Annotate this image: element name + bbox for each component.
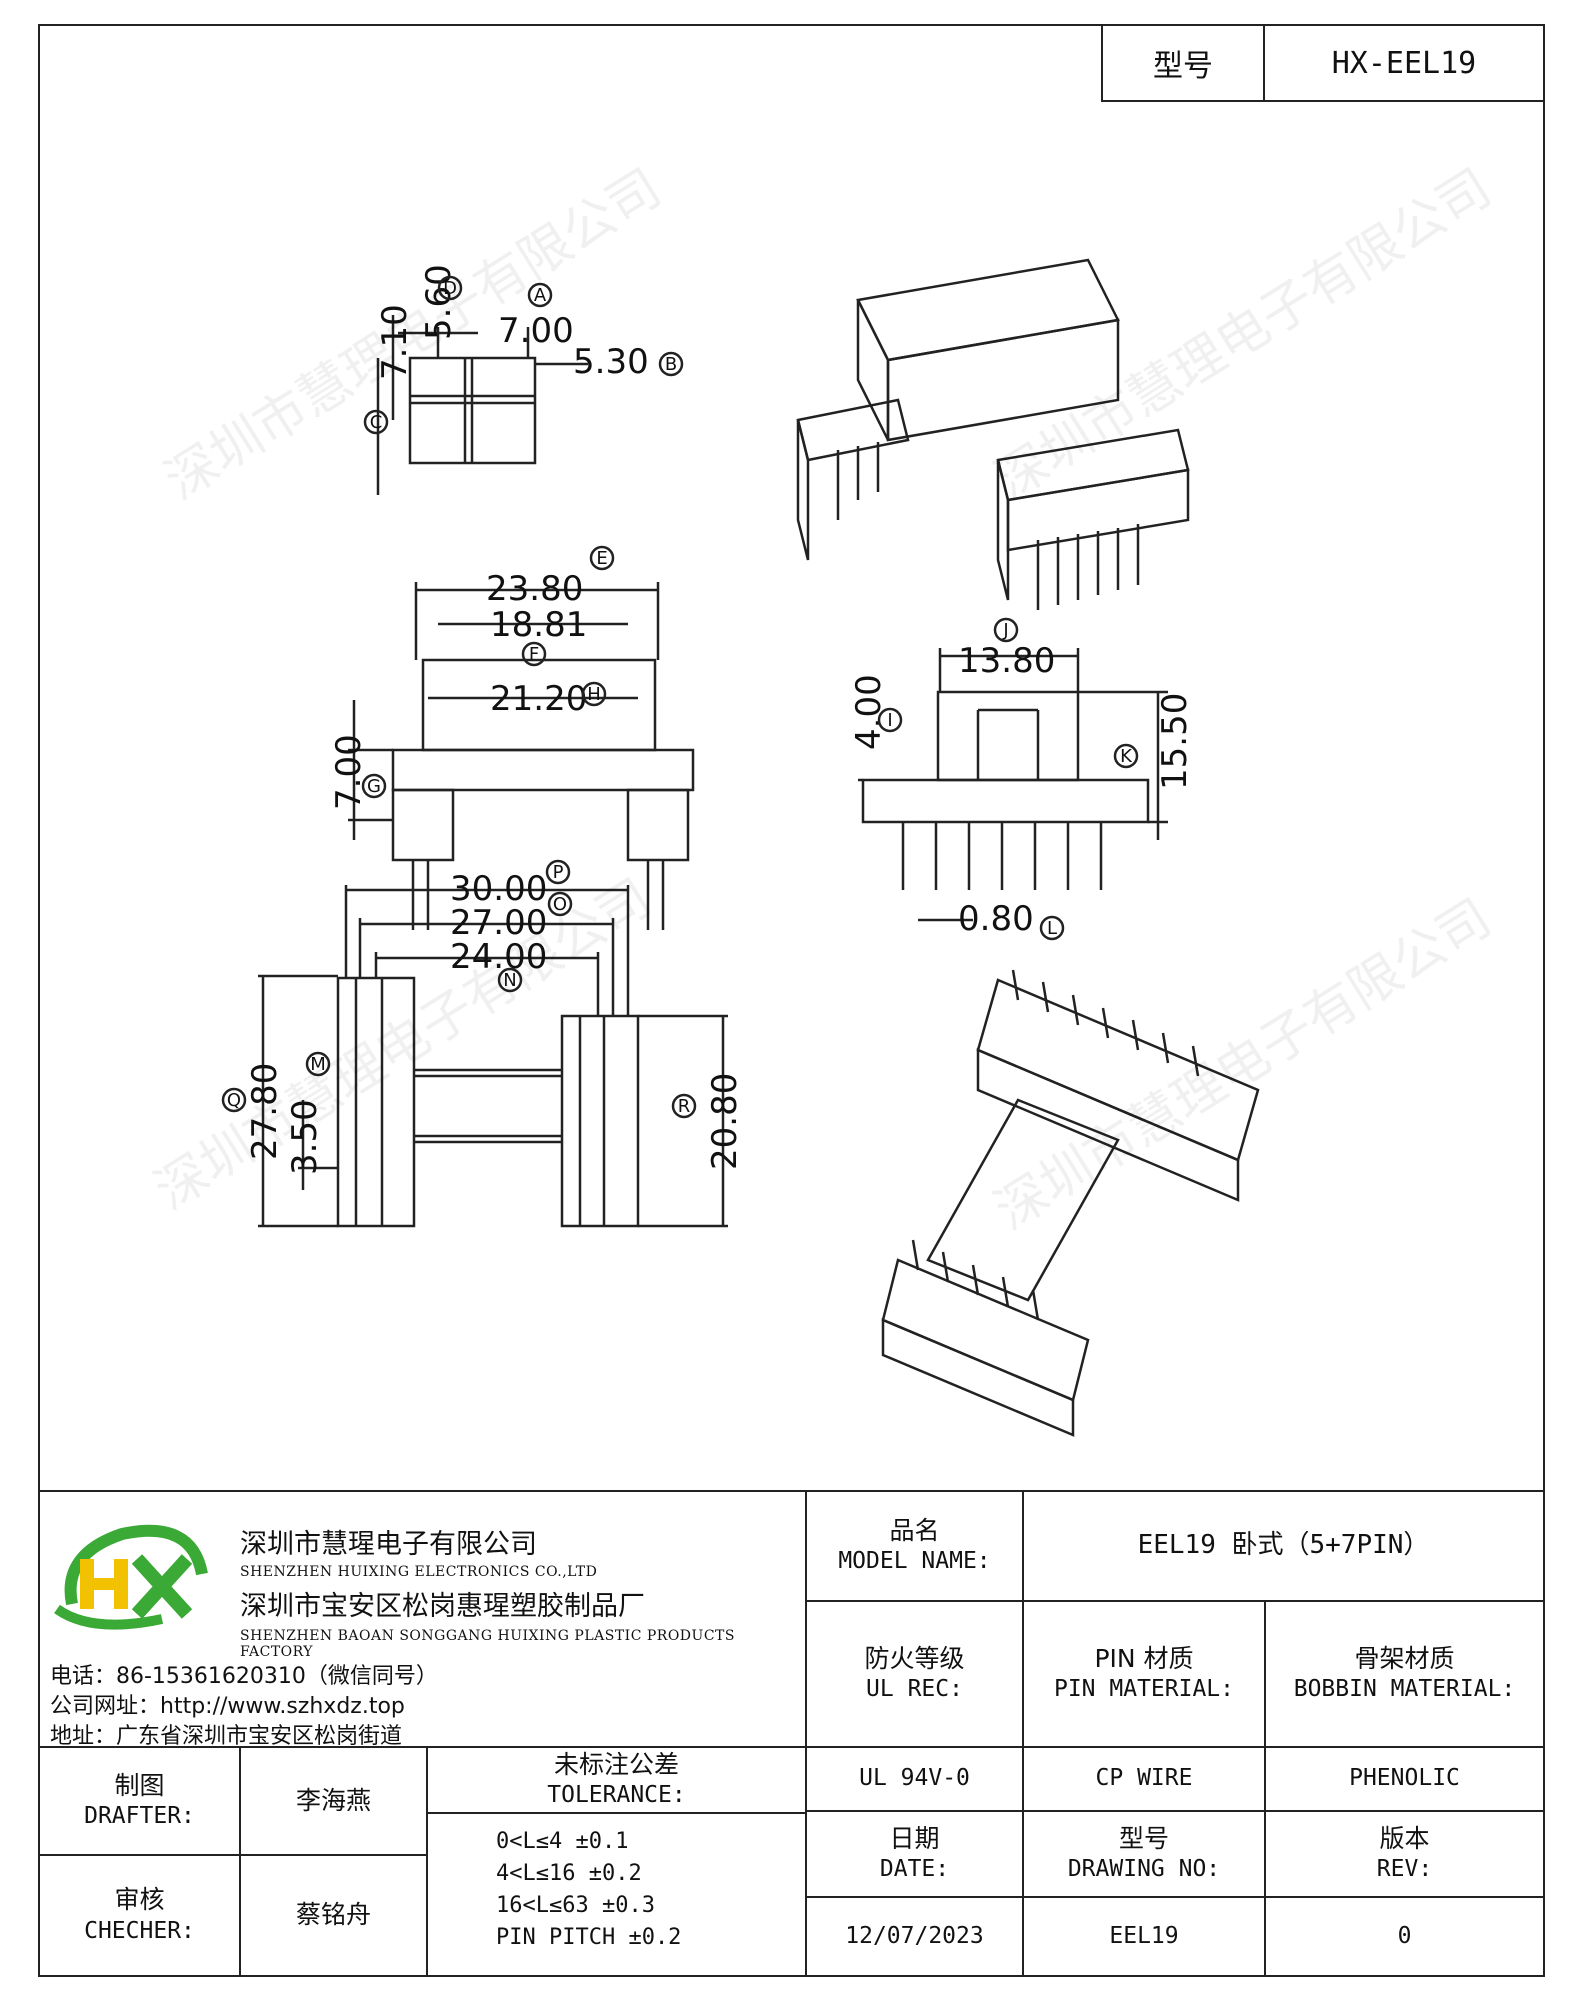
tolerance-label: 未标注公差 TOLERANCE: <box>426 1746 807 1814</box>
model-name-value: EEL19 卧式（5+7PIN） <box>1022 1490 1545 1602</box>
title-block: 深圳市慧瑆电子有限公司 SHENZHEN HUIXING ELECTRONICS… <box>38 1490 1545 1977</box>
dim-l: 0.80 <box>958 899 1034 939</box>
model-name-label: 品名 MODEL NAME: <box>805 1490 1024 1602</box>
tag-n: N <box>503 970 516 991</box>
drawing-no-label: 型号 DRAWING NO: <box>1022 1810 1266 1898</box>
fire-rating-value: UL 94V-0 <box>805 1746 1024 1812</box>
company-block: 深圳市慧瑆电子有限公司 SHENZHEN HUIXING ELECTRONICS… <box>38 1490 807 1749</box>
tolerance-line: 16<L≤63 ±0.3 <box>496 1893 655 1918</box>
dim-m: 3.50 <box>285 1099 325 1175</box>
dim-k: 15.50 <box>1155 693 1195 790</box>
tag-j: J <box>1002 620 1008 641</box>
bobbin-material-value: PHENOLIC <box>1264 1746 1545 1812</box>
dim-a: 7.00 <box>498 311 574 351</box>
company-address: 地址：广东省深圳市宝安区松岗街道 <box>50 1724 403 1749</box>
dim-d: 5.60 <box>419 264 459 340</box>
iso-view-bottom <box>881 969 1260 1437</box>
tag-k: K <box>1120 746 1133 767</box>
dim-r: 20.80 <box>705 1073 745 1170</box>
pin-material-value: CP WIRE <box>1022 1746 1266 1812</box>
date-label: 日期 DATE: <box>805 1810 1024 1898</box>
tag-l: L <box>1047 918 1057 939</box>
date-value: 12/07/2023 <box>805 1896 1024 1977</box>
rev-label: 版本 REV: <box>1264 1810 1545 1898</box>
pin-material-label: PIN 材质 PIN MATERIAL: <box>1022 1600 1266 1748</box>
dim-e: 23.80 <box>486 569 583 609</box>
tag-i: I <box>887 710 892 731</box>
dim-b: 5.30 <box>573 342 649 382</box>
dim-n: 24.00 <box>450 937 547 977</box>
dim-p: 30.00 <box>450 869 547 909</box>
company-name-en: SHENZHEN HUIXING ELECTRONICS CO.,LTD <box>240 1564 598 1580</box>
dim-o: 27.00 <box>450 903 547 943</box>
tag-o: O <box>553 894 567 915</box>
dim-c: 7.10 <box>375 304 415 380</box>
tolerance-line: PIN PITCH ±0.2 <box>496 1925 682 1950</box>
fire-rating-label: 防火等级 UL REC: <box>805 1600 1024 1748</box>
tag-e: E <box>596 548 607 569</box>
company-website: 公司网址：http://www.szhxdz.top <box>50 1694 405 1719</box>
dim-q: 27.80 <box>245 1063 285 1160</box>
model-box: 型号 HX-EEL19 <box>1101 24 1545 102</box>
tag-d: D <box>443 278 457 299</box>
iso-view-top <box>796 258 1190 610</box>
checker-value: 蔡铭舟 <box>239 1854 428 1977</box>
tag-m: M <box>310 1054 326 1075</box>
tag-a: A <box>534 285 547 306</box>
dim-f: 18.81 <box>490 605 587 645</box>
side-view <box>858 648 1168 922</box>
tag-h: H <box>587 684 601 705</box>
drawing-area: 深圳市慧理电子有限公司 深圳市慧理电子有限公司 深圳市慧理电子有限公司 深圳市慧… <box>38 100 1545 1490</box>
tag-f: F <box>529 644 539 665</box>
top-view <box>376 315 588 495</box>
model-value: HX-EEL19 <box>1331 45 1477 81</box>
company-phone: 电话：86-15361620310（微信同号） <box>50 1664 438 1689</box>
tolerance-line: 0<L≤4 ±0.1 <box>496 1829 629 1854</box>
factory-name-en: SHENZHEN BAOAN SONGGANG HUIXING PLASTIC … <box>240 1628 735 1660</box>
technical-drawing: 7.00 5.30 7.10 5.60 A B C D <box>221 258 1260 1437</box>
model-label: 型号 <box>1103 26 1265 100</box>
bottom-view <box>258 885 728 1228</box>
dim-h: 21.20 <box>490 679 587 719</box>
tag-p: P <box>553 862 564 883</box>
bobbin-material-label: 骨架材质 BOBBIN MATERIAL: <box>1264 1600 1545 1748</box>
drafter-value: 李海燕 <box>239 1746 428 1856</box>
drafter-label: 制图 DRAFTER: <box>38 1746 241 1856</box>
company-logo-icon <box>54 1524 208 1630</box>
tolerance-table: 0<L≤4 ±0.1 4<L≤16 ±0.2 16<L≤63 ±0.3 PIN … <box>426 1812 807 1977</box>
tag-g: G <box>367 776 381 797</box>
rev-value: 0 <box>1264 1896 1545 1977</box>
tag-c: C <box>370 412 383 433</box>
tolerance-line: 4<L≤16 ±0.2 <box>496 1861 642 1886</box>
tag-r: R <box>678 1096 691 1117</box>
tag-q: Q <box>227 1090 241 1111</box>
checker-label: 审核 CHECHER: <box>38 1854 241 1977</box>
dim-g: 7.00 <box>329 734 369 810</box>
tag-b: B <box>665 354 677 375</box>
factory-name-cn: 深圳市宝安区松岗惠瑆塑胶制品厂 <box>240 1591 645 1622</box>
side-view-pins <box>901 822 1103 890</box>
front-view <box>348 582 695 930</box>
company-name-cn: 深圳市慧瑆电子有限公司 <box>240 1529 537 1560</box>
dim-j: 13.80 <box>958 641 1055 681</box>
drawing-no-value: EEL19 <box>1022 1896 1266 1977</box>
